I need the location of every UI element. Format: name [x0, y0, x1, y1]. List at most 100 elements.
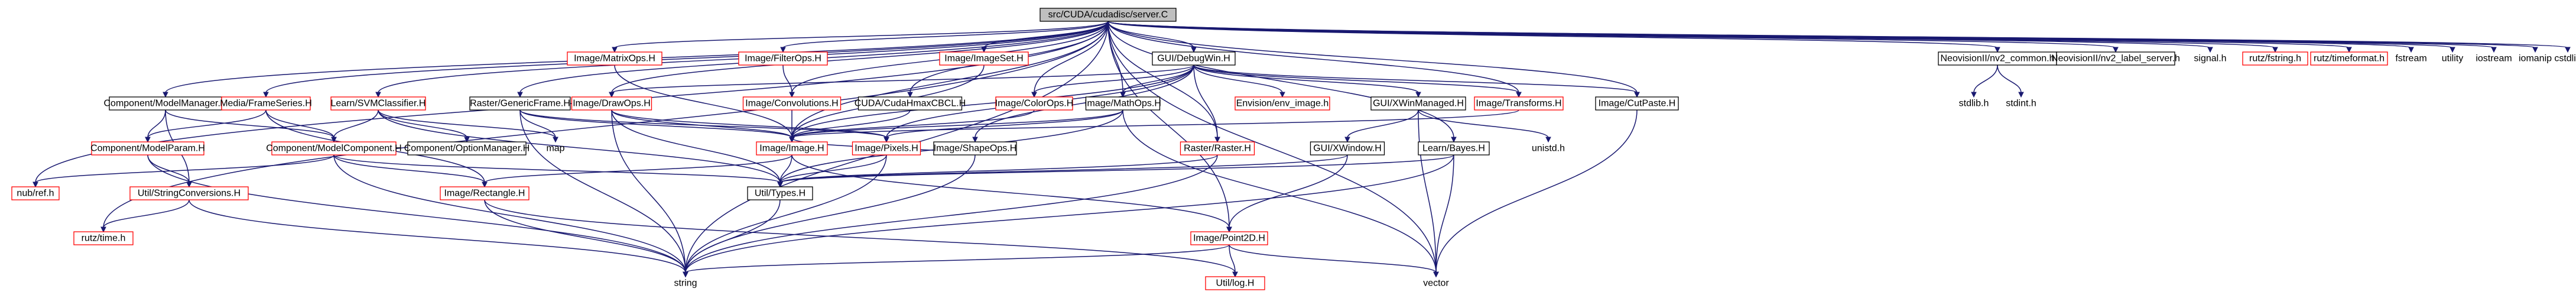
graph-node-pixels[interactable]: Image/Pixels.H: [852, 141, 921, 156]
node-box[interactable]: [1205, 276, 1265, 290]
node-box[interactable]: [1190, 231, 1268, 245]
graph-node-fstream[interactable]: fstream: [2395, 54, 2426, 64]
node-label: Image/Pixels.H: [855, 144, 918, 154]
include-edge: [782, 64, 792, 93]
node-box[interactable]: [330, 96, 426, 111]
graph-node-filterops[interactable]: Image/FilterOps.H: [738, 51, 828, 66]
graph-node-signal[interactable]: signal.h: [2194, 54, 2226, 64]
node-box[interactable]: [747, 186, 813, 200]
graph-node-envision[interactable]: Envision/env_image.h: [1235, 96, 1330, 111]
graph-node-raster[interactable]: Raster/Raster.H: [1180, 141, 1255, 156]
graph-node-drawops[interactable]: Image/DrawOps.H: [571, 96, 652, 111]
graph-node-optionmanager[interactable]: Component/OptionManager.H: [404, 141, 530, 156]
node-box[interactable]: [1085, 96, 1161, 111]
graph-node-bayes[interactable]: Learn/Bayes.H: [1418, 141, 1490, 156]
include-edge: [614, 21, 1109, 48]
graph-node-iostream[interactable]: iostream: [2476, 54, 2512, 64]
node-box[interactable]: [407, 141, 527, 156]
graph-node-cstdlib[interactable]: cstdlib: [2554, 54, 2576, 64]
include-edge: [886, 109, 1123, 138]
graph-node-modelcomponent[interactable]: Component/ModelComponent.H: [266, 141, 402, 156]
node-box[interactable]: [933, 141, 1017, 156]
include-edge: [519, 109, 686, 273]
graph-node-debugwin[interactable]: GUI/DebugWin.H: [1152, 51, 1236, 66]
graph-node-xwindow[interactable]: GUI/XWindow.H: [1310, 141, 1385, 156]
node-label: rutz/time.h: [82, 234, 126, 244]
graph-node-image[interactable]: Image/Image.H: [756, 141, 828, 156]
edge-arrowhead: [2113, 47, 2119, 53]
graph-node-vector[interactable]: vector: [1423, 278, 1449, 289]
node-box[interactable]: [1310, 141, 1385, 156]
node-box[interactable]: [852, 141, 921, 156]
node-box[interactable]: [440, 186, 530, 200]
graph-node-rectangle[interactable]: Image/Rectangle.H: [440, 186, 530, 200]
node-box[interactable]: [2310, 51, 2388, 66]
graph-node-point2d[interactable]: Image/Point2D.H: [1190, 231, 1268, 245]
graph-node-stdlib[interactable]: stdlib.h: [1959, 99, 1989, 109]
graph-node-rastergeneric[interactable]: Raster/GenericFrame.H: [469, 96, 571, 111]
graph-node-neovision_label[interactable]: NeovisionII/nv2_label_server.h: [2051, 51, 2180, 66]
include-edge: [378, 109, 556, 138]
node-box[interactable]: [1152, 51, 1236, 66]
node-box[interactable]: [1235, 96, 1330, 111]
graph-node-iomanip[interactable]: iomanip: [2519, 54, 2552, 64]
graph-node-unistd[interactable]: unistd.h: [1532, 144, 1565, 154]
include-edge: [1107, 21, 2568, 48]
node-box[interactable]: [939, 51, 1029, 66]
node-box[interactable]: [756, 141, 828, 156]
node-box[interactable]: [567, 51, 662, 66]
graph-node-root[interactable]: src/CUDA/cudadisc/server.C: [1040, 8, 1177, 22]
node-box[interactable]: [1040, 8, 1177, 22]
graph-node-matrixops[interactable]: Image/MatrixOps.H: [567, 51, 662, 66]
graph-node-cutpaste[interactable]: Image/CutPaste.H: [1595, 96, 1679, 111]
node-box[interactable]: [2242, 51, 2308, 66]
node-box[interactable]: [91, 141, 204, 156]
node-box[interactable]: [738, 51, 828, 66]
graph-node-types[interactable]: Util/Types.H: [747, 186, 813, 200]
graph-node-framesseries[interactable]: Media/FrameSeries.H: [220, 96, 312, 111]
edge-arrowhead: [683, 271, 688, 278]
node-box[interactable]: [271, 141, 397, 156]
node-box[interactable]: [1418, 141, 1490, 156]
node-box[interactable]: [1370, 96, 1466, 111]
graph-node-rutz_fstring[interactable]: rutz/fstring.h: [2242, 51, 2308, 66]
include-edge: [484, 154, 792, 183]
graph-node-xwinmanaged[interactable]: GUI/XWinManaged.H: [1370, 96, 1466, 111]
include-edge: [611, 109, 686, 273]
node-box[interactable]: [129, 186, 249, 200]
graph-node-mathops[interactable]: Image/MathOps.H: [1084, 96, 1161, 111]
graph-node-imageset[interactable]: Image/ImageSet.H: [939, 51, 1029, 66]
graph-node-colorops[interactable]: Image/ColorOps.H: [995, 96, 1074, 111]
graph-node-shapeops[interactable]: Image/ShapeOps.H: [933, 141, 1017, 156]
include-edge: [1229, 244, 1236, 273]
graph-node-nubref[interactable]: nub/ref.h: [11, 186, 60, 200]
graph-node-modelparam[interactable]: Component/ModelParam.H: [90, 141, 205, 156]
node-box[interactable]: [571, 96, 652, 111]
node-box[interactable]: [221, 96, 311, 111]
node-box[interactable]: [742, 96, 842, 111]
node-box[interactable]: [1474, 96, 1564, 111]
graph-node-modelmanager[interactable]: Component/ModelManager.H: [103, 96, 228, 111]
node-box[interactable]: [995, 96, 1073, 111]
node-box[interactable]: [11, 186, 60, 200]
graph-node-convolutions[interactable]: Image/Convolutions.H: [742, 96, 842, 111]
graph-node-cudahmax[interactable]: CUDA/CudaHmaxCBCL.H: [855, 96, 966, 111]
node-box[interactable]: [469, 96, 571, 111]
node-box[interactable]: [2056, 51, 2175, 66]
graph-node-utility[interactable]: utility: [2442, 54, 2463, 64]
node-box[interactable]: [1180, 141, 1255, 156]
node-box[interactable]: [73, 231, 134, 245]
graph-node-stdint[interactable]: stdint.h: [2006, 99, 2036, 109]
include-edge: [333, 154, 686, 273]
graph-node-neovision_common[interactable]: NeovisionII/nv2_common.h: [1938, 51, 2057, 66]
node-box[interactable]: [857, 96, 963, 111]
node-box[interactable]: [1595, 96, 1679, 111]
graph-node-map[interactable]: map: [546, 144, 564, 154]
graph-node-utillog[interactable]: Util/log.H: [1205, 276, 1265, 290]
graph-node-transforms[interactable]: Image/Transforms.H: [1474, 96, 1564, 111]
graph-node-rutz_time[interactable]: rutz/time.h: [73, 231, 134, 245]
graph-node-svmclassifier[interactable]: Learn/SVMClassifier.H: [330, 96, 426, 111]
graph-node-rutz_timeformat[interactable]: rutz/timeformat.h: [2310, 51, 2388, 66]
graph-node-stringconv[interactable]: Util/StringConversions.H: [129, 186, 249, 200]
graph-node-string[interactable]: string: [674, 278, 697, 289]
